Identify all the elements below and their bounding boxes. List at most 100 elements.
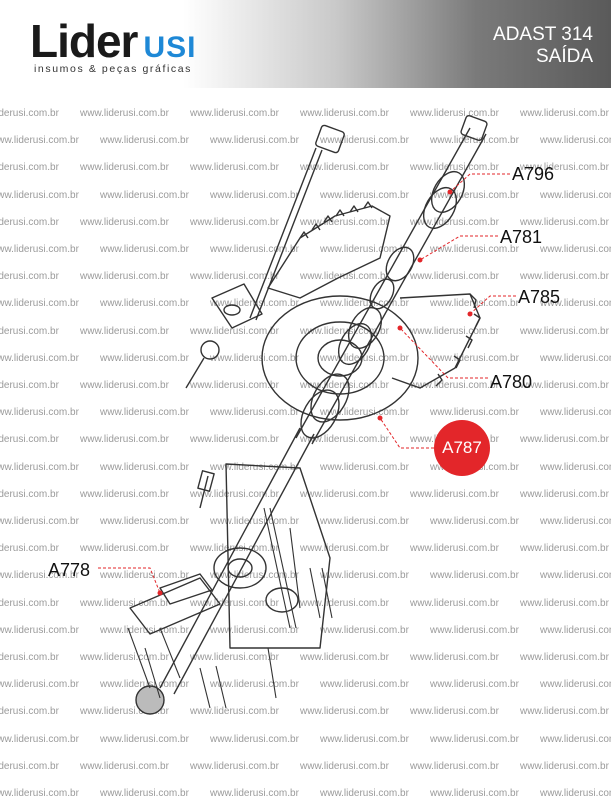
watermark-text: www.liderusi.com.br: [430, 244, 519, 255]
watermark-text: www.liderusi.com.br: [520, 325, 609, 337]
watermark-text: www.liderusi.com.br: [410, 543, 499, 555]
watermark-text: www.liderusi.com.br: [100, 352, 189, 364]
watermark-text: www.liderusi.com.br: [0, 216, 59, 228]
watermark-text: www.liderusi.com.br: [0, 189, 79, 201]
watermark-text: www.liderusi.com.br: [80, 162, 169, 174]
watermark-text: www.liderusi.com.br: [320, 733, 409, 745]
lower-shaft: [159, 427, 301, 689]
label-a787-badge: A787: [434, 420, 490, 476]
watermark-text: www.liderusi.com.br: [210, 135, 299, 147]
leader-a778: [98, 567, 161, 594]
leader-a796: [449, 173, 510, 193]
watermark-text: www.liderusi.com.br: [320, 352, 409, 364]
watermark-layer: www.liderusi.com.br www.liderusi.com.br ww…: [0, 88, 611, 800]
watermark-text: www.liderusi.com.br: [540, 624, 611, 636]
watermark-text: www.liderusi.com.br: [80, 380, 169, 391]
watermark-text: www.liderusi.com.br: [430, 189, 519, 201]
watermark-text: www.liderusi.com.br: [80, 325, 169, 337]
watermark-text: www.liderusi.com.br: [100, 298, 189, 310]
watermark-text: www.liderusi.com.br: [520, 760, 609, 772]
watermark-text: www.liderusi.com.br: [0, 624, 79, 636]
watermark-text: www.liderusi.com.br: [190, 380, 279, 391]
watermark-text: www.liderusi.com.br: [520, 271, 609, 283]
watermark-text: www.liderusi.com.br: [80, 760, 169, 772]
watermark-text: www.liderusi.com.br: [210, 679, 299, 691]
watermark-text: www.liderusi.com.br: [190, 271, 279, 283]
watermark-row: www.liderusi.com.br www.liderusi.com.br ww…: [0, 706, 611, 717]
watermark-text: www.liderusi.com.br: [520, 380, 609, 391]
logo-accent-text: USI: [143, 31, 197, 64]
watermark-row: www.liderusi.com.br www.liderusi.com.br ww…: [0, 788, 611, 799]
watermark-text: www.liderusi.com.br: [300, 108, 389, 119]
watermark-text: www.liderusi.com.br: [300, 652, 389, 663]
watermark-text: www.liderusi.com.br: [410, 108, 499, 119]
watermark-text: www.liderusi.com.br: [520, 543, 609, 555]
eye-bolt: [200, 340, 220, 360]
watermark-text: www.liderusi.com.br: [190, 597, 279, 609]
watermark-text: www.liderusi.com.br: [0, 244, 79, 255]
watermark-text: www.liderusi.com.br: [320, 407, 409, 419]
watermark-text: www.liderusi.com.br: [320, 516, 409, 527]
watermark-text: www.liderusi.com.br: [540, 461, 611, 473]
watermark-text: www.liderusi.com.br: [430, 407, 519, 419]
bearing-top: [430, 171, 466, 213]
watermark-text: www.liderusi.com.br: [410, 652, 499, 663]
watermark-text: www.liderusi.com.br: [320, 788, 409, 799]
watermark-text: www.liderusi.com.br: [0, 788, 79, 799]
watermark-text: www.liderusi.com.br: [80, 597, 169, 609]
watermark-text: www.liderusi.com.br: [410, 597, 499, 609]
watermark-text: www.liderusi.com.br: [210, 570, 299, 582]
watermark-text: www.liderusi.com.br: [100, 624, 189, 636]
right-sprocket: [391, 293, 481, 389]
watermark-text: www.liderusi.com.br: [0, 488, 59, 500]
watermark-text: www.liderusi.com.br: [410, 706, 499, 718]
watermark-text: www.liderusi.com.br: [190, 652, 279, 663]
watermark-row: www.liderusi.com.brwww.liderusi.com.brww…: [0, 516, 611, 527]
watermark-text: www.liderusi.com.br: [100, 733, 189, 745]
watermark-text: www.liderusi.com.br: [0, 543, 59, 555]
watermark-text: www.liderusi.com.br: [540, 407, 611, 419]
watermark-text: www.liderusi.com.br: [320, 679, 409, 691]
watermark-text: www.liderusi.com.br: [520, 706, 609, 718]
leader-a780: [399, 327, 488, 379]
watermark-text: www.liderusi.com.br: [520, 162, 609, 174]
watermark-row: www.liderusi.com.brwww.liderusi.com.brww…: [0, 217, 611, 228]
watermark-text: www.liderusi.com.br: [190, 706, 279, 718]
watermark-text: www.liderusi.com.br: [520, 488, 609, 500]
watermark-row: www.liderusi.com.br www.liderusi.com.br ww…: [0, 326, 611, 337]
logo-main-text: Lider: [30, 15, 138, 67]
title-section: SAÍDA: [535, 46, 593, 67]
watermark-text: www.liderusi.com.br: [190, 325, 279, 337]
lower-lever: [129, 577, 221, 635]
watermark-text: www.liderusi.com.br: [100, 679, 189, 691]
leader-a781: [419, 235, 498, 261]
watermark-text: www.liderusi.com.br: [410, 325, 499, 337]
lower-sector: [225, 463, 331, 649]
title-model: ADAST 314: [493, 24, 593, 45]
threaded-rod: [249, 147, 317, 319]
watermark-text: www.liderusi.com.br: [540, 189, 611, 201]
watermark-text: www.liderusi.com.br: [540, 788, 611, 799]
watermark-text: www.liderusi.com.br: [100, 516, 189, 527]
watermark-text: www.liderusi.com.br: [0, 162, 59, 174]
watermark-text: www.liderusi.com.br: [300, 271, 389, 283]
watermark-text: www.liderusi.com.br: [430, 788, 519, 799]
watermark-text: www.liderusi.com.br: [540, 135, 611, 147]
watermark-text: www.liderusi.com.br: [210, 788, 299, 799]
watermark-text: www.liderusi.com.br: [210, 461, 299, 473]
watermark-text: www.liderusi.com.br: [100, 407, 189, 419]
watermark-text: www.liderusi.com.br: [540, 244, 611, 255]
watermark-text: www.liderusi.com.br: [190, 162, 279, 174]
watermark-text: www.liderusi.com.br: [430, 624, 519, 636]
watermark-text: www.liderusi.com.br: [190, 760, 279, 772]
watermark-row: www.liderusi.com.brwww.liderusi.com.brww…: [0, 570, 611, 581]
watermark-text: www.liderusi.com.br: [80, 652, 169, 663]
label-a785: A785: [518, 287, 560, 307]
watermark-text: www.liderusi.com.br: [100, 135, 189, 147]
watermark-row: www.liderusi.com.brwww.liderusi.com.brww…: [0, 108, 611, 119]
watermark-row: www.liderusi.com.br www.liderusi.com.br ww…: [0, 489, 611, 500]
watermark-text: www.liderusi.com.br: [410, 488, 499, 500]
watermark-text: www.liderusi.com.br: [100, 788, 189, 799]
watermark-row: www.liderusi.com.brwww.liderusi.com.brww…: [0, 734, 611, 745]
